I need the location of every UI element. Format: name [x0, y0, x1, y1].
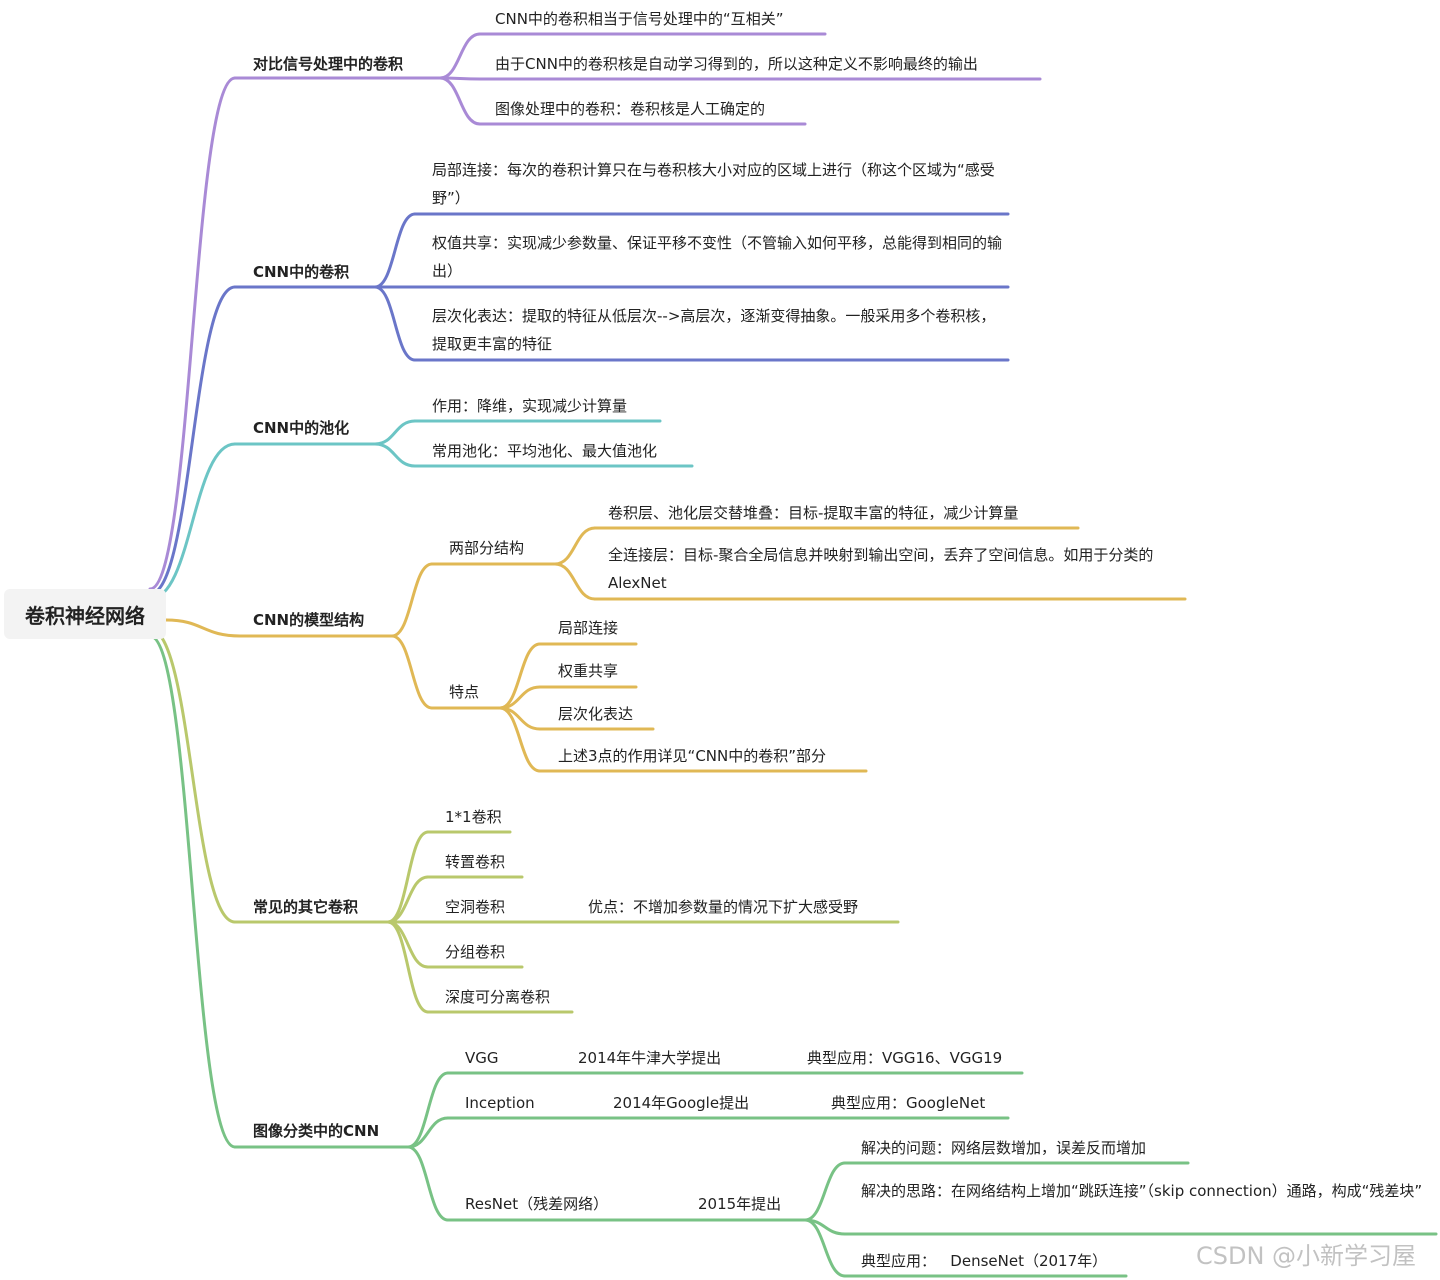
pool-item-purpose[interactable]: 作用：降维，实现减少计算量 — [432, 397, 628, 415]
other-item-transposed[interactable]: 转置卷积 — [445, 853, 506, 871]
connector-root-classify — [148, 634, 237, 1149]
two-parts-item-fc[interactable]: 全连接层：目标-聚合全局信息并映射到输出空间，丢弃了空间信息。如用于分类的Ale… — [608, 546, 1154, 592]
connector-pool-1 — [373, 419, 417, 446]
resnet-name[interactable]: ResNet（残差网络） — [465, 1195, 609, 1213]
branch-model-title[interactable]: CNN的模型结构 — [253, 611, 365, 629]
connector-root-model — [164, 618, 242, 638]
branch-pool-title[interactable]: CNN中的池化 — [253, 419, 350, 437]
branch-signal-title[interactable]: 对比信号处理中的卷积 — [253, 55, 404, 73]
feature-item-4[interactable]: 上述3点的作用详见“CNN中的卷积”部分 — [558, 747, 827, 765]
signal-item-2[interactable]: 由于CNN中的卷积核是自动学习得到的，所以这种定义不影响最终的输出 — [495, 55, 978, 73]
connector-pool-2 — [373, 442, 417, 468]
connector-resnet-1 — [803, 1161, 847, 1222]
feature-item-2[interactable]: 权重共享 — [558, 662, 619, 680]
feature-item-3[interactable]: 层次化表达 — [558, 705, 634, 723]
resnet-app[interactable]: 典型应用： DenseNet（2017年） — [861, 1252, 1108, 1270]
connector-classify-resnet — [406, 1145, 450, 1222]
watermark: CSDN @小新学习屋 — [1196, 1242, 1417, 1270]
branch-conv-title[interactable]: CNN中的卷积 — [253, 263, 350, 281]
connector-classify-inception — [406, 1116, 450, 1149]
two-parts-item-conv[interactable]: 卷积层、池化层交替堆叠：目标-提取丰富的特征，减少计算量 — [608, 504, 1019, 522]
connector-model-two — [390, 562, 434, 638]
model-features[interactable]: 特点 — [449, 683, 480, 701]
connector-signal-1 — [438, 32, 482, 80]
connector-root-pool — [148, 442, 237, 601]
inception-name[interactable]: Inception — [465, 1094, 535, 1112]
connector-two-2 — [553, 562, 597, 601]
other-item-separable[interactable]: 深度可分离卷积 — [445, 988, 551, 1006]
connector-other-1 — [386, 830, 430, 924]
vgg-app[interactable]: 典型应用：VGG16、VGG19 — [807, 1049, 1003, 1067]
vgg-name[interactable]: VGG — [465, 1049, 499, 1067]
connector-feat-4 — [498, 706, 542, 773]
model-two-parts[interactable]: 两部分结构 — [449, 539, 525, 557]
pool-item-types[interactable]: 常用池化：平均池化、最大值池化 — [432, 442, 658, 460]
connector-root-other — [148, 627, 237, 924]
resnet-problem[interactable]: 解决的问题：网络层数增加，误差反而增加 — [861, 1139, 1147, 1157]
vgg-year[interactable]: 2014年牛津大学提出 — [578, 1049, 722, 1067]
other-item-1x1[interactable]: 1*1卷积 — [445, 808, 502, 826]
dilated-note[interactable]: 优点：不增加参数量的情况下扩大感受野 — [588, 898, 859, 916]
branch-classify-title[interactable]: 图像分类中的CNN — [253, 1122, 380, 1140]
connector-root-conv — [148, 285, 237, 596]
signal-item-3[interactable]: 图像处理中的卷积：卷积核是人工确定的 — [495, 100, 766, 118]
other-item-dilated[interactable]: 空洞卷积 — [445, 898, 506, 916]
inception-year[interactable]: 2014年Google提出 — [613, 1094, 750, 1112]
conv-item-hierarchy[interactable]: 层次化表达：提取的特征从低层次-->高层次，逐渐变得抽象。一般采用多个卷积核，提… — [432, 307, 996, 353]
resnet-idea[interactable]: 解决的思路：在网络结构上增加“跳跃连接”（skip connection）通路，… — [861, 1182, 1423, 1200]
connector-classify-vgg — [406, 1071, 450, 1149]
connector-signal-3 — [438, 76, 482, 126]
connector-two-1 — [553, 526, 597, 566]
conv-item-shared[interactable]: 权值共享：实现减少参数量、保证平移不变性（不管输入如何平移，总能得到相同的输出） — [432, 234, 1003, 280]
conv-item-local[interactable]: 局部连接：每次的卷积计算只在与卷积核大小对应的区域上进行（称这个区域为“感受野”… — [432, 161, 995, 207]
feature-item-1[interactable]: 局部连接 — [558, 619, 619, 637]
resnet-year[interactable]: 2015年提出 — [698, 1195, 782, 1213]
connector-resnet-3 — [803, 1218, 847, 1278]
inception-app[interactable]: 典型应用：GoogleNet — [831, 1094, 986, 1112]
connector-model-feat — [390, 634, 434, 710]
other-item-group[interactable]: 分组卷积 — [445, 943, 506, 961]
connector-root-signal — [148, 76, 237, 591]
connector-other-5 — [386, 920, 430, 1014]
root-node[interactable]: 卷积神经网络 — [4, 589, 166, 639]
connector-conv-3 — [373, 285, 417, 362]
signal-item-1[interactable]: CNN中的卷积相当于信号处理中的“互相关” — [495, 10, 784, 28]
connector-conv-1 — [373, 212, 417, 289]
branch-other-title[interactable]: 常见的其它卷积 — [253, 898, 359, 916]
